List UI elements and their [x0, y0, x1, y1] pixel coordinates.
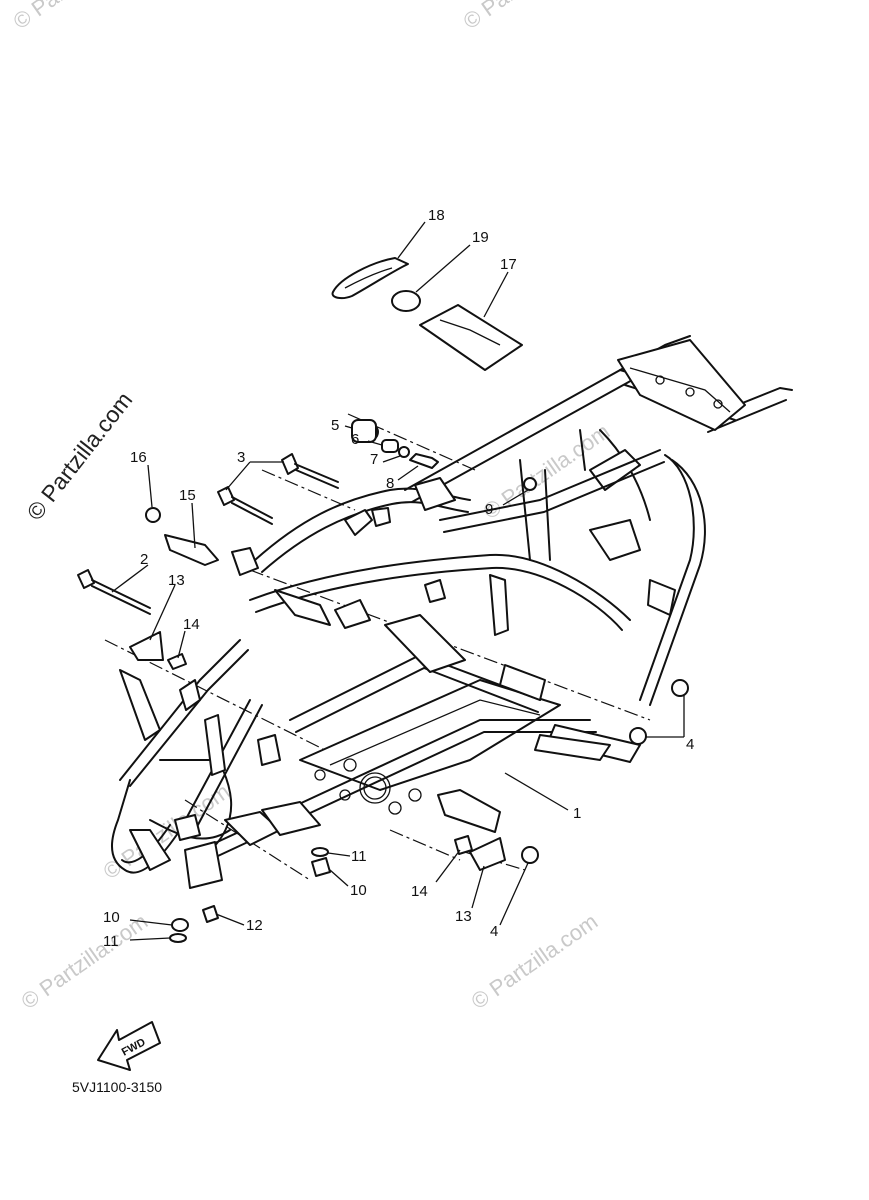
part-19-o-ring	[391, 290, 421, 312]
callout-18: 18	[428, 207, 445, 224]
watermark-main: © Partzilla.com	[21, 387, 137, 525]
part-18-bracket	[331, 257, 409, 300]
part-10-grommet-front	[171, 918, 189, 932]
small-parts	[77, 257, 689, 943]
callout-3: 3	[237, 449, 245, 466]
callout-14: 14	[183, 616, 200, 633]
part-4-nut	[629, 727, 647, 745]
callout-2: 2	[140, 551, 148, 568]
part-17-pouch	[419, 304, 523, 371]
callout-9: 9	[485, 501, 493, 518]
callout-17: 17	[500, 256, 517, 273]
callout-8: 8	[386, 475, 394, 492]
leader-lines	[111, 221, 685, 941]
callout-10-front: 10	[103, 909, 120, 926]
part-12-bolt	[202, 905, 219, 923]
callout-5: 5	[331, 417, 339, 434]
callout-12: 12	[246, 917, 263, 934]
watermark-faint: © Partzilla.com	[9, 0, 145, 34]
part-2-bolt	[77, 569, 151, 615]
part-13-plate-lower	[469, 837, 506, 871]
part-11-washer-front	[169, 933, 187, 943]
callout-10: 10	[350, 882, 367, 899]
drawing-code: 5VJ1100-3150	[72, 1079, 162, 1095]
callout-19: 19	[472, 229, 489, 246]
part-15-bracket	[164, 534, 219, 566]
callout-11: 11	[351, 848, 367, 865]
callout-14-lower: 14	[411, 883, 428, 900]
part-16-bolt	[145, 507, 161, 523]
part-3-bolts	[217, 453, 339, 525]
callout-numbers: 18 19 17 16 3 5 6 7 8 15 9 2 13 14 4 1 1…	[103, 207, 694, 950]
part-10-grommet	[311, 857, 331, 877]
fwd-arrow-icon: FWD	[97, 1021, 161, 1071]
part-14-bolt	[167, 653, 187, 670]
callout-11-front: 11	[103, 933, 119, 950]
watermark-faint: © Partzilla.com	[17, 909, 153, 1015]
watermark-faint: © Partzilla.com	[467, 909, 603, 1015]
part-13-plate	[129, 631, 164, 661]
callout-15: 15	[179, 487, 196, 504]
callout-4-lower: 4	[490, 923, 498, 940]
frame-assembly	[111, 335, 793, 889]
watermark-faint: © Partzilla.com	[459, 0, 595, 34]
callout-7: 7	[370, 451, 378, 468]
part-9-nut	[523, 477, 537, 491]
part-8-bolt	[409, 453, 439, 469]
callout-4: 4	[686, 736, 694, 753]
callout-16: 16	[130, 449, 147, 466]
part-6-spacer	[381, 439, 399, 453]
callout-13: 13	[168, 572, 185, 589]
part-11-washer	[311, 847, 329, 857]
callout-6: 6	[351, 431, 359, 448]
part-4-nut-lower	[521, 846, 539, 864]
callout-13-lower: 13	[455, 908, 472, 925]
part-4-nut	[671, 679, 689, 697]
callout-1: 1	[573, 805, 581, 822]
part-7-washer	[398, 446, 410, 458]
